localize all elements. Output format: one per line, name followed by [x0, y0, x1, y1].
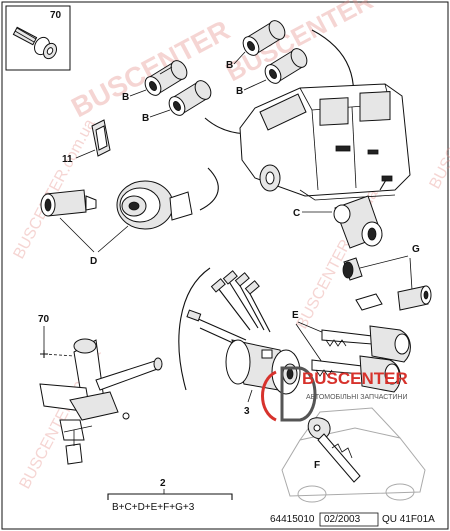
callout-70-left: 70 [38, 314, 50, 325]
bracket-icon [355, 293, 383, 311]
diagram-date: 02/2003 [324, 514, 361, 525]
pin-icon [397, 285, 432, 311]
lock-barrel-2-icon [168, 80, 212, 116]
car-silhouette-icon [281, 407, 426, 503]
logo-tagline: АВТОМОБІЛЬНІ ЗАПЧАСТИНИ [306, 394, 407, 401]
kit-bracket [107, 493, 233, 500]
watermark-site-left: BUSCENTER.com.ua [11, 116, 99, 261]
callout-b-1: B [122, 92, 129, 103]
key-blank-f: F [281, 407, 426, 503]
callout-e: E [292, 310, 299, 321]
callout-b-3: B [226, 60, 233, 71]
callout-d: D [90, 256, 97, 267]
callout-f: F [314, 460, 320, 471]
callout-c: C [293, 208, 300, 219]
lock-barrels-b: B B B B [122, 20, 308, 124]
key-blank-icon [307, 417, 361, 483]
callout-70-top: 70 [50, 10, 62, 21]
kit-formula: B+C+D+E+F+G+3 [112, 502, 195, 513]
lock-barrel-1-icon [144, 60, 188, 96]
logo-name: BUSCENTER [302, 369, 408, 388]
fuel-cap-lock-d: D [40, 180, 193, 267]
steering-column-icon [39, 338, 163, 465]
leader-d-van [199, 167, 219, 211]
clip-11: 11 [62, 119, 111, 165]
callout-b-4: B [236, 86, 243, 97]
key-1-icon [321, 325, 411, 363]
callout-g: G [412, 244, 420, 255]
ignition-switch-3: 3 [186, 270, 301, 417]
bus-logo-icon [261, 366, 317, 422]
part-number: 64415010 [270, 514, 315, 525]
bolt-g: G [342, 244, 432, 311]
callout-3: 3 [244, 406, 250, 417]
date-box [319, 512, 379, 527]
watermark-brand-top: BUSCENTER [66, 14, 234, 123]
wire-harness-icon [186, 270, 271, 349]
ignition-body-icon [225, 339, 301, 395]
callout-b-2: B [142, 113, 149, 124]
steering-lock-70: 70 [38, 314, 163, 465]
screw-box-frame [5, 5, 71, 71]
callout-11: 11 [62, 154, 73, 165]
key-2-icon [311, 355, 401, 393]
van-rear-view [239, 83, 411, 201]
screw-icon [12, 26, 57, 60]
kit-callout-2: 2 B+C+D+E+F+G+3 [107, 478, 233, 513]
buscenter-logo: BUSCENTER АВТОМОБІЛЬНІ ЗАПЧАСТИНИ [261, 366, 408, 422]
screw-70-box: 70 [5, 5, 71, 71]
watermark-group: BUSCENTER BUSCENTER BUSCENTER.com.ua BUS… [11, 0, 450, 492]
watermark-site-right: BUSCENTER.com.ua [427, 46, 450, 191]
footer-reference: 64415010 02/2003 QU 41F01A [270, 512, 435, 527]
fuel-lock-barrel-icon [40, 189, 97, 217]
leader-ignition-left [178, 267, 211, 391]
fuel-cap-icon [116, 180, 193, 230]
lock-barrel-3-icon [242, 20, 286, 56]
lock-barrel-4-icon [264, 48, 308, 84]
rear-lock-c: C [293, 179, 387, 249]
bolt-head-icon [342, 257, 363, 281]
diagram-code: QU 41F01A [382, 514, 435, 525]
callout-2: 2 [160, 478, 166, 489]
keys-e: E [292, 310, 411, 393]
